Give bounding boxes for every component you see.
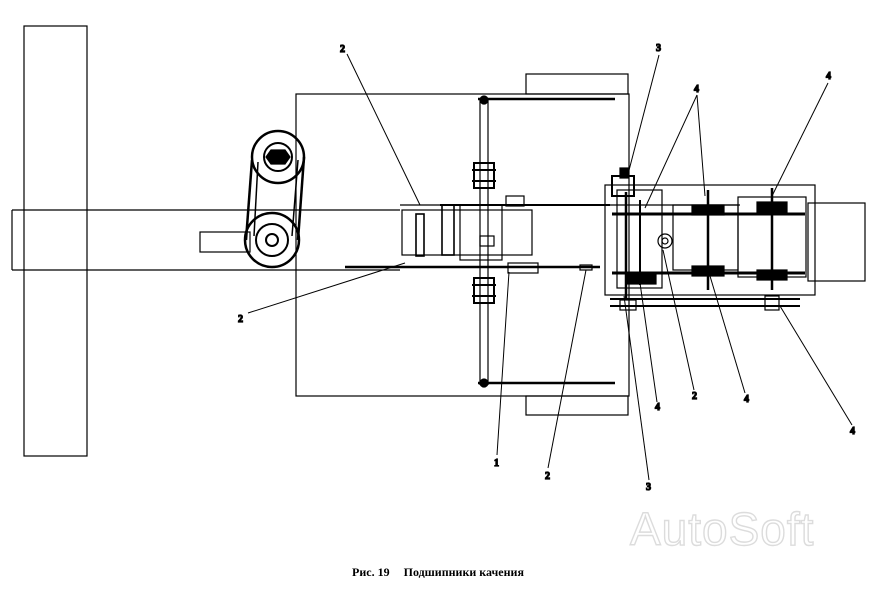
bottom-tab bbox=[525, 395, 629, 416]
top-tab bbox=[525, 73, 629, 95]
callout-4-top-right: 4 bbox=[826, 71, 831, 82]
main-frame bbox=[295, 93, 630, 397]
drawbar bbox=[11, 209, 400, 271]
callout-2-top-left: 2 bbox=[340, 44, 345, 55]
callout-4-lower-right: 4 bbox=[850, 426, 855, 437]
callout-4-lower-left: 4 bbox=[655, 402, 660, 413]
callout-2-right: 2 bbox=[692, 391, 697, 402]
leader-lines bbox=[247, 53, 853, 481]
callout-3-bottom: 3 bbox=[646, 482, 651, 493]
callout-2-left: 2 bbox=[238, 314, 243, 325]
callout-3-top: 3 bbox=[656, 43, 661, 54]
lower-chain-drive bbox=[610, 295, 800, 311]
callout-2-bottom: 2 bbox=[545, 471, 550, 482]
central-gearbox bbox=[401, 195, 610, 274]
figure-number: Рис. 19 bbox=[352, 565, 390, 579]
right-gearbox bbox=[604, 167, 866, 300]
cross-shaft bbox=[472, 95, 615, 388]
figure-title: Подшипники качения bbox=[403, 565, 524, 579]
left-frame-beam bbox=[23, 25, 88, 457]
callout-4-top-middle: 4 bbox=[694, 84, 699, 95]
callout-4-lower-middle: 4 bbox=[744, 394, 749, 405]
callout-1: 1 bbox=[494, 458, 499, 469]
figure-caption: Рис. 19 Подшипники качения bbox=[0, 565, 876, 580]
watermark: AutoSoft bbox=[630, 503, 814, 555]
belt-drive bbox=[243, 129, 306, 269]
